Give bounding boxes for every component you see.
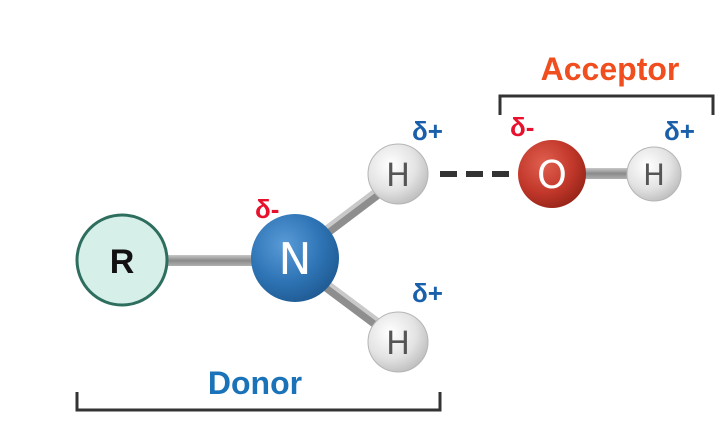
atom-r: R xyxy=(75,213,169,307)
acceptor-bracket xyxy=(498,94,715,115)
bond-o-h xyxy=(580,168,650,179)
charge-h-top: δ+ xyxy=(412,116,443,146)
atom-h-bottom-label: H xyxy=(386,324,410,362)
atom-r-label: R xyxy=(110,243,135,281)
atom-n: N xyxy=(251,214,339,302)
donor-label: Donor xyxy=(208,365,302,401)
atom-h-top-label: H xyxy=(386,156,410,194)
donor-bracket xyxy=(75,392,442,412)
atom-h-right: H xyxy=(626,146,682,202)
acceptor-label: Acceptor xyxy=(541,51,680,87)
atom-h-bottom: H xyxy=(367,311,429,373)
charge-n: δ- xyxy=(255,194,279,224)
charge-o: δ- xyxy=(510,112,534,142)
atom-h-right-label: H xyxy=(643,158,665,192)
bond-r-n xyxy=(160,255,260,266)
charge-h-bottom: δ+ xyxy=(412,278,443,308)
atom-o-label: O xyxy=(537,153,567,197)
charge-h-right: δ+ xyxy=(664,116,695,146)
atom-h-top: H xyxy=(367,143,429,205)
atom-n-label: N xyxy=(279,234,312,285)
atom-o: O xyxy=(518,140,586,208)
